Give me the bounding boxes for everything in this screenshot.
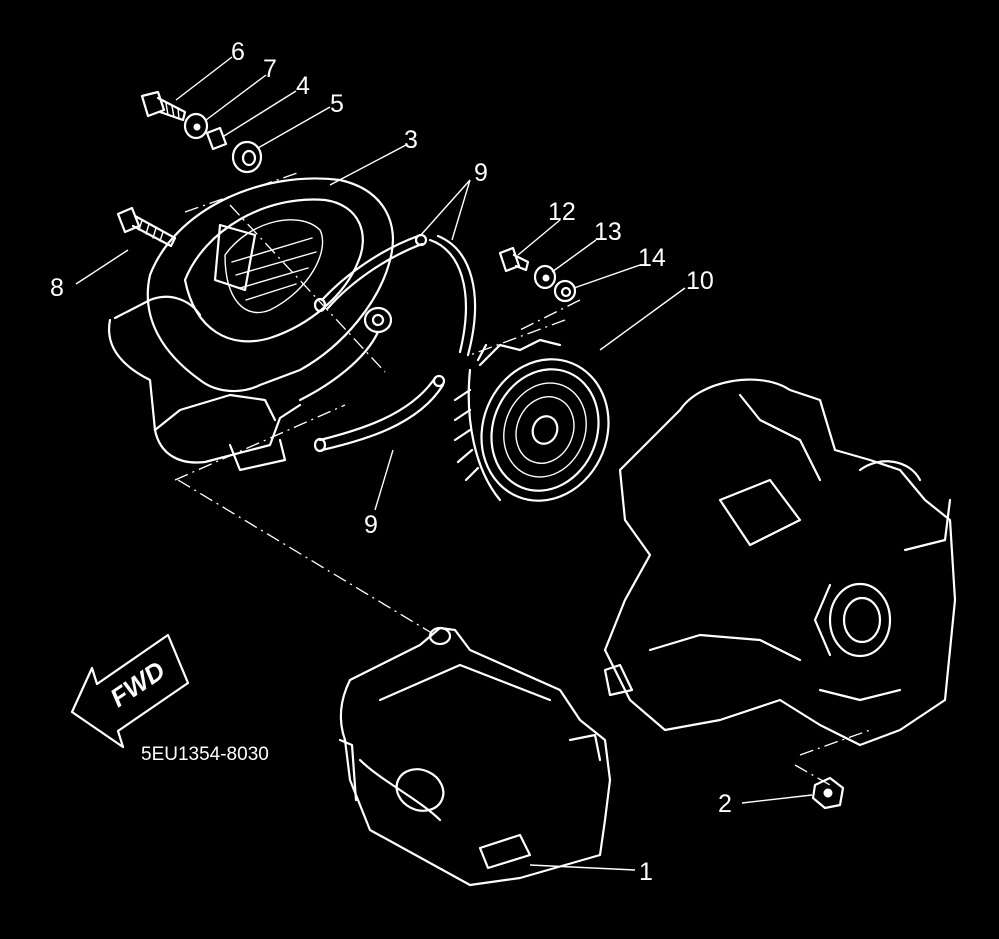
- diagram-code: 5EU1354-8030: [141, 744, 269, 765]
- callout-13: 13: [594, 218, 622, 246]
- leader-lines: [75, 56, 813, 871]
- bolt-part-6: [140, 90, 187, 122]
- callout-7: 7: [263, 55, 277, 83]
- callout-9-bottom: 9: [364, 511, 378, 539]
- callout-8: 8: [50, 274, 64, 302]
- fan-shroud-part-3: [107, 177, 395, 472]
- callout-10: 10: [686, 267, 714, 295]
- hose-part-9-lower: [313, 374, 446, 453]
- callout-labels: 6 7 4 5 3 9 8 12 13 14 10 9 2 1: [50, 38, 732, 886]
- bolt-part-12: [498, 246, 530, 273]
- clip-part-2: [811, 776, 845, 810]
- cooling-fan-part-10: [453, 338, 610, 502]
- forward-direction-label: FWD: [105, 655, 171, 713]
- callout-3: 3: [404, 126, 418, 154]
- cylinder-shroud-part-1: [338, 626, 612, 887]
- callout-1: 1: [639, 858, 653, 886]
- washer-part-13: [533, 264, 557, 290]
- callout-12: 12: [548, 198, 576, 226]
- hose-part-9-loop: [428, 234, 477, 357]
- collar-part-4: [205, 126, 228, 151]
- bolt-part-8: [116, 206, 177, 248]
- nut-part-14: [553, 279, 577, 303]
- callout-4: 4: [296, 72, 310, 100]
- callout-14: 14: [638, 244, 666, 272]
- callout-2: 2: [718, 790, 732, 818]
- callout-9-top: 9: [474, 159, 488, 187]
- washer-part-7: [183, 112, 209, 140]
- grommet-part-5: [231, 140, 263, 174]
- callout-5: 5: [330, 90, 344, 118]
- engine-block-outline: [603, 378, 957, 747]
- callout-6: 6: [231, 38, 245, 66]
- forward-arrow-icon: FWD: [70, 633, 190, 749]
- assembly-centerlines: [174, 171, 871, 786]
